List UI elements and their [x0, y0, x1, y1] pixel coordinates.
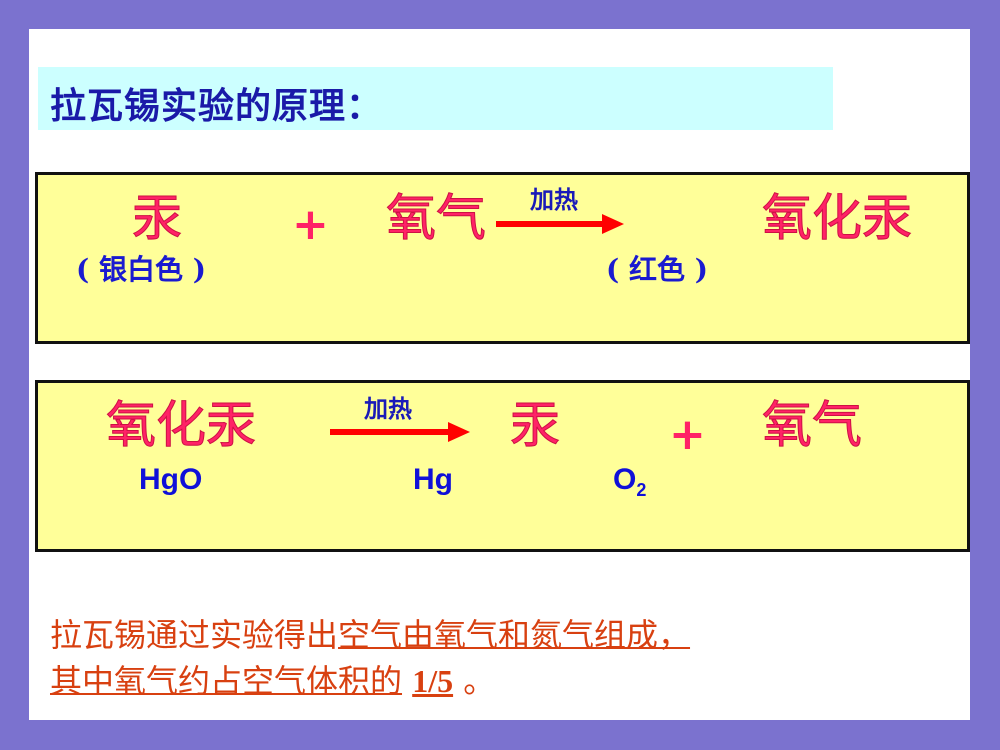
reactant-mercuric-oxide: 氧化汞: [106, 396, 257, 454]
conclusion-text: 拉瓦锡通过实验得出空气由氧气和氮气组成， 其中氧气约占空气体积的 1/5 。: [50, 612, 690, 704]
underlined-phrase: 空气由氧气和氮气组成，: [338, 616, 691, 654]
product-mercury: 汞: [510, 396, 561, 454]
mercuric-oxide-color-note: ( 红色 ): [606, 253, 708, 286]
conclusion-line-2: 其中氧气约占空气体积的 1/5 。: [50, 662, 496, 700]
product-mercuric-oxide: 氧化汞: [762, 189, 913, 247]
mercury-color-note: ( 银白色 ): [76, 253, 206, 286]
plus-sign: +: [669, 409, 706, 460]
reaction-arrow-icon: [496, 214, 624, 234]
reaction-arrow-icon: [330, 422, 470, 442]
reaction-box-synthesis: [35, 172, 970, 344]
underlined-phrase: 其中氧气约占空气体积的: [50, 662, 403, 700]
title-bar: 拉瓦锡实验的原理：: [38, 67, 833, 130]
plus-sign: +: [292, 199, 329, 250]
conclusion-line-1: 拉瓦锡通过实验得出空气由氧气和氮气组成，: [50, 616, 691, 654]
product-oxygen: 氧气: [762, 396, 863, 454]
condition-heating: 加热: [364, 394, 412, 423]
condition-heating: 加热: [530, 185, 578, 214]
slide-panel: [29, 29, 970, 720]
formula-o2: O2: [613, 463, 647, 500]
oxygen-fraction: 1/5: [412, 663, 454, 699]
reactant-oxygen: 氧气: [386, 189, 487, 247]
slide-title: 拉瓦锡实验的原理：: [50, 85, 384, 127]
reactant-mercury: 汞: [132, 189, 183, 247]
reaction-box-decomposition: [35, 380, 970, 552]
formula-hgo: HgO: [139, 463, 203, 496]
formula-hg: Hg: [413, 463, 453, 496]
